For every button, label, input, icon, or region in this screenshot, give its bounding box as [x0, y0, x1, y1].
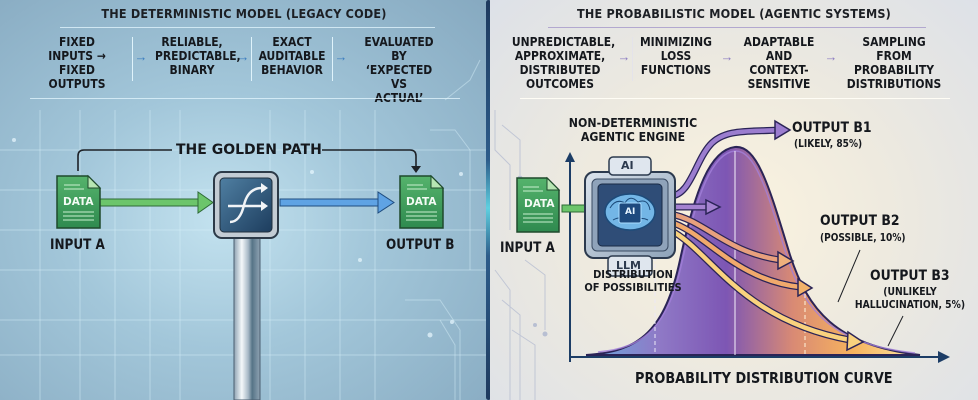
- function-box-icon: [213, 171, 279, 239]
- engine-caption: DISTRIBUTION OF POSSIBILITIES: [584, 268, 682, 294]
- probabilistic-steps: UNPREDICTABLE, APPROXIMATE, DISTRIBUTED …: [504, 35, 949, 91]
- input-a-label: INPUT A: [500, 240, 555, 256]
- y-axis-arrow-icon: [565, 152, 575, 162]
- b2-pointer: [837, 249, 861, 303]
- bell-curve-highlight: [597, 150, 916, 354]
- output-arrow-b2b-icon: [668, 218, 814, 298]
- output-arrow-b1-icon: [669, 119, 792, 200]
- output-b1-detail: (LIKELY, 85%): [794, 138, 863, 150]
- step-evaluated: EVALUATED BY ‘EXPECTED VS ACTUAL’: [364, 34, 434, 105]
- output-arrow-b3-icon: [668, 226, 865, 352]
- probabilistic-title: THE PROBABILISTIC MODEL (AGENTIC SYSTEMS…: [577, 6, 891, 21]
- step-exact: EXACT AUDITABLE BEHAVIOR: [258, 34, 326, 77]
- engine-title: NON-DETERMINISTIC AGENTIC ENGINE: [568, 115, 698, 144]
- agentic-engine-icon: [584, 156, 676, 277]
- engine-bottom-badge-label: LLM: [616, 259, 641, 272]
- golden-path-line-right: [322, 149, 417, 168]
- output-b3-name: OUTPUT B3: [870, 268, 950, 284]
- deterministic-steps: FIXED INPUTS → FIXED OUTPUTS → RELIABLE,…: [22, 35, 449, 105]
- steps-underline: [30, 98, 460, 99]
- deterministic-panel: THE DETERMINISTIC MODEL (LEGACY CODE) FI…: [0, 0, 488, 400]
- step-arrow-icon: →: [134, 49, 148, 64]
- x-axis-arrow-icon: [938, 351, 950, 363]
- panel-divider: [486, 0, 491, 400]
- input-data-document-icon: [516, 176, 561, 233]
- step-arrow-icon: →: [720, 49, 734, 64]
- step-unpredictable: UNPREDICTABLE, APPROXIMATE, DISTRIBUTED …: [511, 34, 616, 91]
- input-doc-label: DATA: [524, 198, 555, 210]
- step-arrow-icon: →: [236, 49, 250, 64]
- title-underline: [60, 27, 435, 28]
- input-data-document-icon: [56, 174, 102, 229]
- output-b2-detail: (POSSIBLE, 10%): [820, 232, 906, 244]
- probabilistic-panel: THE PROBABILISTIC MODEL (AGENTIC SYSTEMS…: [490, 0, 978, 400]
- step-reliable: RELIABLE, PREDICTABLE, BINARY: [155, 34, 241, 77]
- step-adaptable: ADAPTABLE AND CONTEXT- SENSITIVE: [743, 34, 815, 91]
- engine-bottom-badge: [607, 255, 653, 277]
- step-minimizing-loss: MINIMIZING LOSS FUNCTIONS: [639, 34, 712, 77]
- output-doc-label: DATA: [406, 196, 437, 208]
- output-arrow-mid-icon: [670, 198, 722, 216]
- step-arrow-icon: →: [334, 49, 348, 64]
- engine-chip-label: AI: [625, 207, 636, 217]
- step-arrow-icon: →: [824, 49, 838, 64]
- step-fixed-inputs: FIXED INPUTS → FIXED OUTPUTS: [48, 34, 106, 91]
- input-arrow-shaft: [99, 198, 201, 207]
- output-arrow-shaft: [279, 198, 381, 207]
- engine-top-badge-label: AI: [621, 159, 634, 172]
- output-arrow-head-icon: [377, 191, 395, 214]
- deterministic-title: THE DETERMINISTIC MODEL (LEGACY CODE): [101, 6, 387, 21]
- pillar: [233, 237, 261, 400]
- input-doc-label: DATA: [63, 196, 94, 208]
- output-b2-name: OUTPUT B2: [820, 213, 900, 229]
- step-sampling: SAMPLING FROM PROBABILITY DISTRIBUTIONS: [846, 34, 942, 91]
- input-a-label: INPUT A: [50, 237, 105, 253]
- ai-chip-icon: [618, 202, 642, 224]
- probability-diagram: [516, 119, 950, 363]
- golden-path-line-left: [77, 149, 172, 171]
- circuit-background: [494, 110, 548, 400]
- input-arrow-head-icon: [197, 191, 214, 214]
- steps-underline: [520, 98, 950, 99]
- title-underline: [548, 27, 926, 28]
- golden-path-diagram: [56, 149, 445, 400]
- curve-label: PROBABILITY DISTRIBUTION CURVE: [635, 369, 893, 387]
- golden-path-label: THE GOLDEN PATH: [176, 142, 322, 158]
- output-data-document-icon: [399, 174, 445, 229]
- engine-top-badge: [608, 156, 652, 176]
- output-b-label: OUTPUT B: [386, 237, 455, 253]
- output-arrow-b2-icon: [669, 210, 795, 271]
- golden-path-arrowhead-icon: [411, 166, 421, 173]
- output-b3-detail: (UNLIKELY HALLUCINATION, 5%): [854, 286, 966, 311]
- step-arrow-icon: →: [617, 49, 631, 64]
- b3-pointer: [887, 315, 904, 347]
- output-b1-name: OUTPUT B1: [792, 120, 872, 136]
